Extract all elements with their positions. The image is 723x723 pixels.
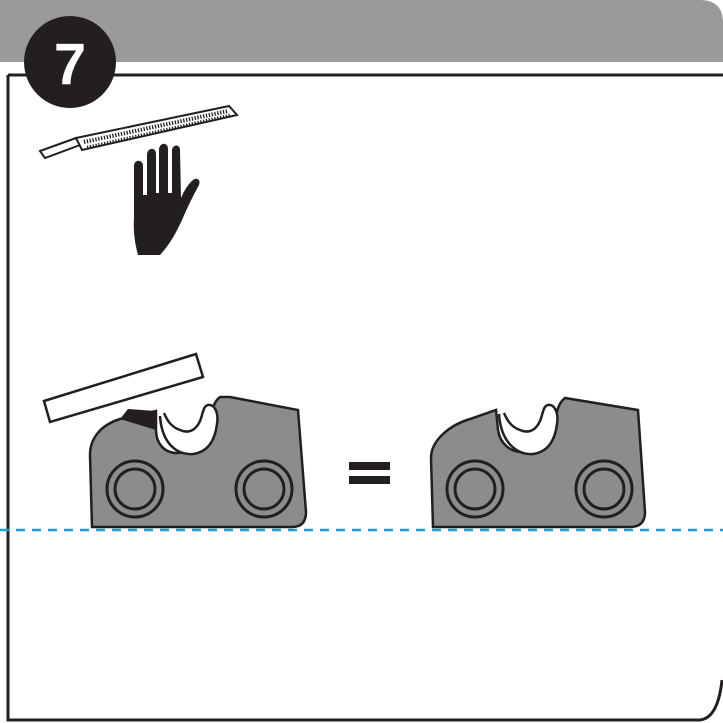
step-number: 7 <box>54 32 86 97</box>
step-number-badge: 7 <box>24 16 116 108</box>
filed-cutter-notch <box>158 403 219 456</box>
step-frame <box>6 73 723 722</box>
filed-top-marker <box>120 409 156 430</box>
left-rivet <box>445 459 505 519</box>
flat-gauge-tool-icon <box>42 352 205 424</box>
step-header-bar <box>0 0 723 62</box>
reference-cutter <box>429 396 647 529</box>
right-rivet <box>574 459 634 519</box>
work-glove-icon <box>133 143 200 255</box>
right-rivet <box>234 459 294 519</box>
reference-cutter-notch <box>497 403 559 456</box>
filed-cutter <box>88 395 308 529</box>
flat-file-icon <box>38 104 239 160</box>
equals-sign-icon <box>349 462 390 484</box>
left-rivet <box>105 459 165 519</box>
